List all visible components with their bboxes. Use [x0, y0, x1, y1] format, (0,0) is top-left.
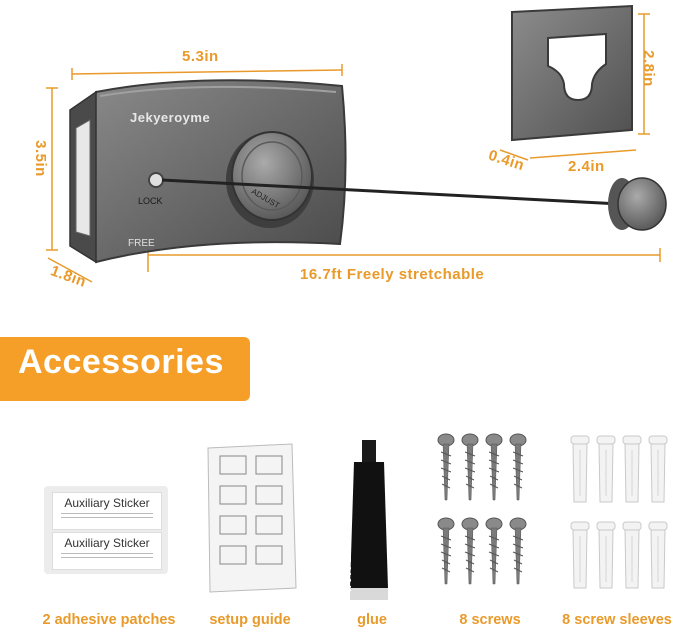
- adhesive-patches-image: Auxiliary Sticker Auxiliary Sticker: [44, 486, 168, 574]
- setup-guide-image: [207, 443, 297, 593]
- accessories-banner: [0, 337, 250, 401]
- caption-screws: 8 screws: [459, 612, 521, 628]
- caption-setup-guide: setup guide: [209, 612, 291, 628]
- lock-hole: [148, 172, 164, 188]
- screw-sleeves-image: [570, 435, 668, 589]
- wall-hook: [511, 4, 633, 142]
- caption-screw-sleeves: 8 screw sleeves: [562, 612, 672, 628]
- glue-tube-image: [350, 440, 388, 600]
- retractable-cord: [161, 178, 621, 206]
- free-label: FREE: [128, 238, 155, 249]
- height-dimension: 3.5in: [31, 140, 49, 177]
- caption-adhesive-patches: 2 adhesive patches: [42, 612, 176, 628]
- width-dimension: 5.3in: [182, 48, 219, 65]
- sticker-title-1: Auxiliary Sticker: [64, 496, 150, 510]
- lock-label: LOCK: [138, 196, 163, 206]
- accessories-title: Accessories: [18, 343, 224, 381]
- sticker-title-2: Auxiliary Sticker: [64, 536, 150, 550]
- hook-height-dimension: 2.8in: [639, 50, 657, 87]
- hook-width-dimension: 2.4in: [568, 158, 605, 175]
- screws-image: [437, 433, 527, 585]
- cord-end-knob: [608, 177, 667, 231]
- product-illustration: [46, 4, 667, 283]
- adjust-knob: [226, 131, 314, 228]
- dimension-lines: [46, 13, 661, 283]
- caption-glue: glue: [357, 612, 387, 628]
- brand-label: Jekyeroyme: [130, 110, 211, 125]
- stretch-dimension: 16.7ft Freely stretchable: [300, 266, 485, 283]
